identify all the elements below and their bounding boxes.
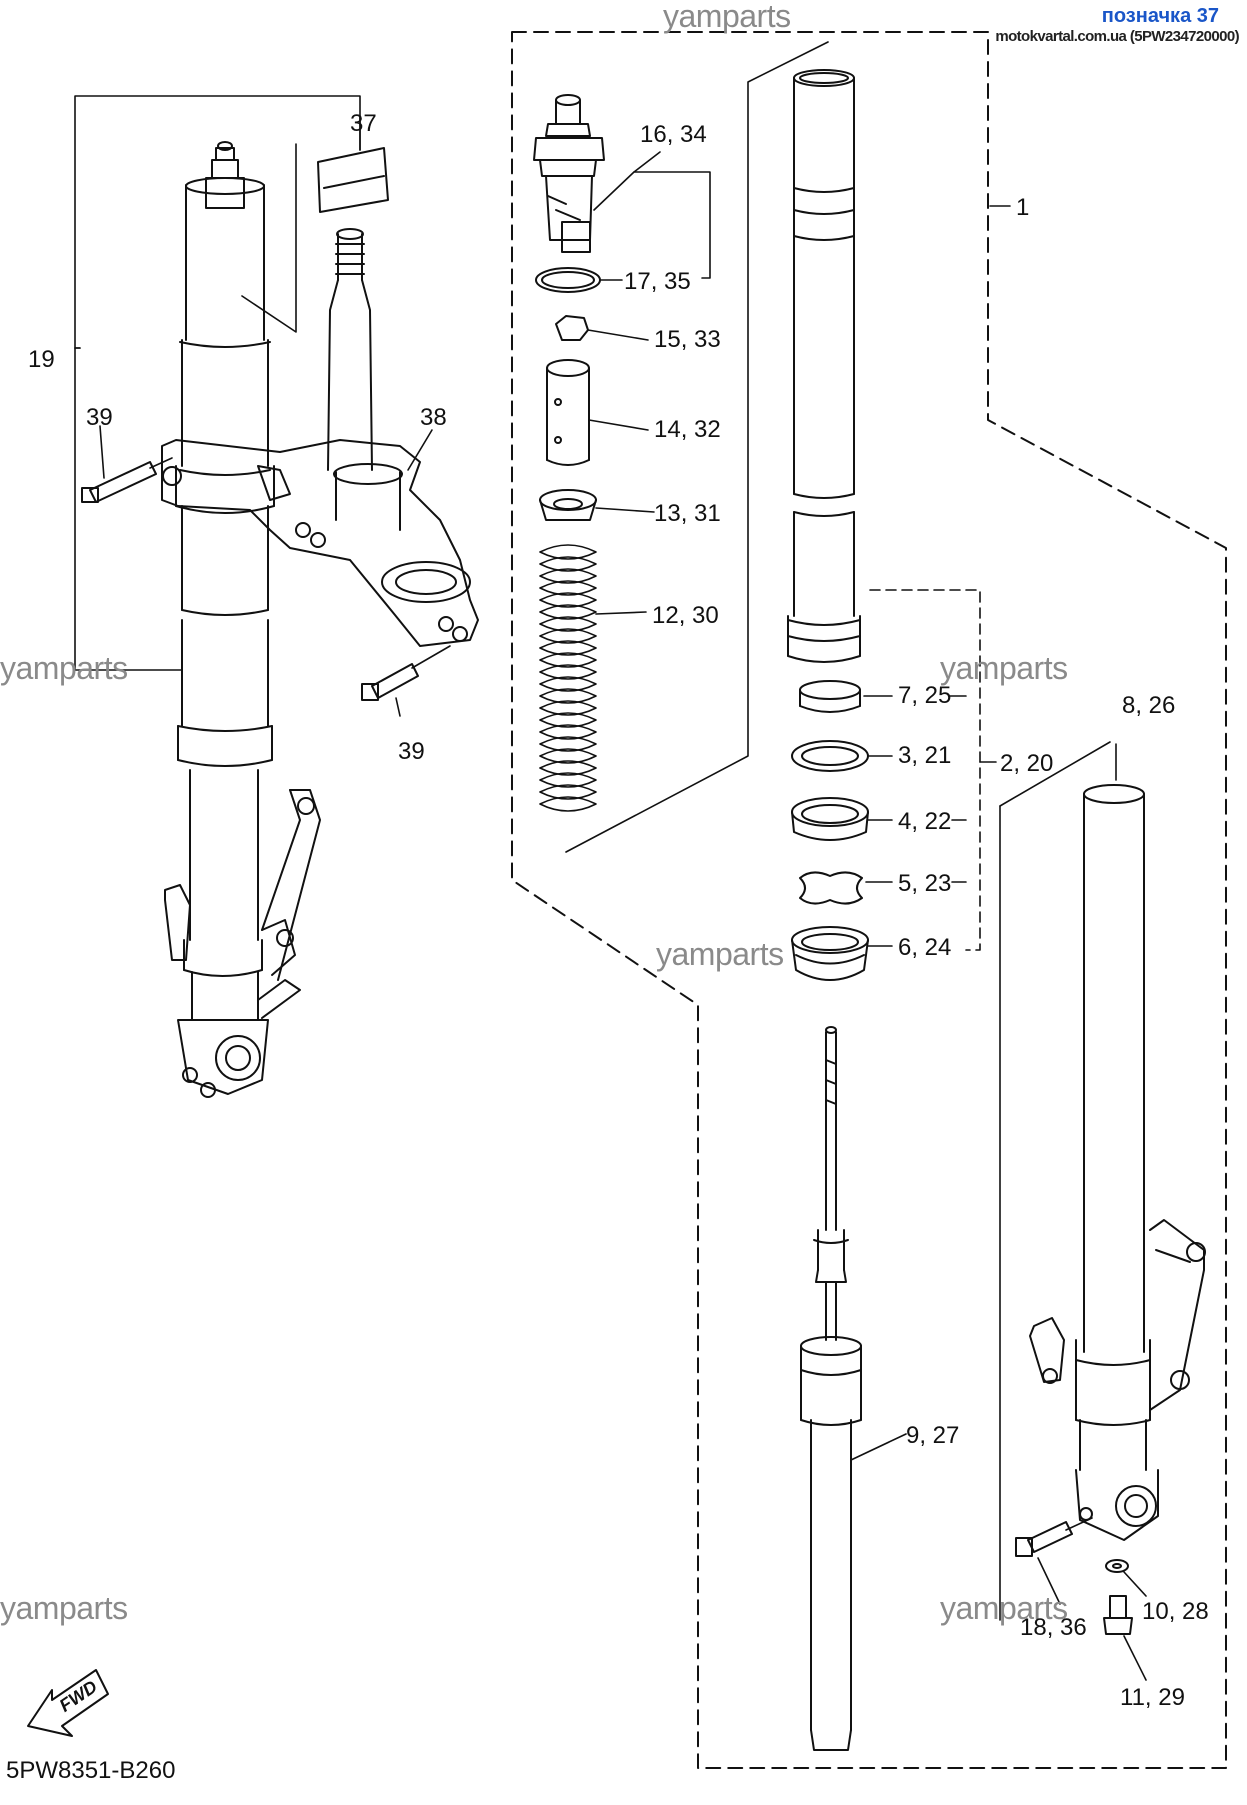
callout-4-22: 4, 22 [898,808,952,835]
callout-6-24: 6, 24 [898,934,952,961]
callout-37: 37 [350,110,377,137]
callout-39: 39 [86,404,113,431]
part-8-26-inner-tube [999,741,1206,1621]
watermark: yamparts [940,650,1068,686]
callout-7-25: 7, 25 [898,682,952,709]
callout-10-28: 10, 28 [1142,1598,1209,1625]
header-source: motokvartal.com.ua (5PW234720000) [995,28,1239,45]
part-9-27-damper-rod [800,1026,907,1751]
callout-16-bracket [593,171,711,279]
watermark: yamparts [940,1590,1068,1626]
watermark: yamparts [0,650,128,686]
watermark: yamparts [0,1590,128,1626]
part-14-32-spacer [546,359,649,466]
callout-12-30: 12, 30 [652,602,719,629]
part-11-29-drain-bolt [1103,1595,1147,1681]
part-18-36-bolt [1015,1517,1093,1605]
callout-3-21: 3, 21 [898,742,952,769]
triple-clamp-38 [161,439,479,647]
outer-tube-bracket [565,41,829,853]
callout-9-27: 9, 27 [906,1422,960,1449]
part-4-22-oil-seal [791,797,967,841]
callout-39: 39 [398,738,425,765]
part-6-24-dust-seal [791,926,893,981]
callout-19: 19 [28,346,55,373]
callout-14-32: 14, 32 [654,416,721,443]
part-7-25-bush [799,680,967,713]
part-10-28-washer [1105,1559,1147,1597]
fwd-arrow-icon [27,1669,109,1737]
part-3-21-washer [791,740,893,772]
callout-2-20: 2, 20 [1000,750,1054,777]
callout-1: 1 [1016,194,1030,221]
steering-stem [327,228,373,471]
part-15-33-nut [555,315,589,341]
left-fork-assembly [74,95,361,1098]
header-badge: позначка 37 [1101,5,1219,27]
part-1-outer-tube [787,69,1011,663]
leader-38 [407,429,433,471]
diagram-code: 5PW8351-B260 [6,1757,176,1784]
part-5-23-clip [799,871,967,905]
watermark: yamparts [656,936,784,972]
callout-2-bracket [869,589,981,951]
callout-15-33: 15, 33 [654,326,721,353]
watermark: yamparts [663,0,791,34]
callout-11-29: 11, 29 [1120,1684,1185,1711]
part-12-30-spring [539,544,647,812]
callout-17-35: 17, 35 [624,268,691,295]
part-13-31-spring-seat [539,489,655,521]
callout-13-31: 13, 31 [654,500,721,527]
callout-18-36: 18, 36 [1020,1614,1087,1641]
bolt-39-upper [81,425,173,503]
leader-37 [241,143,297,333]
assembly-boundary-dashed [511,31,1227,1769]
callout-16-34: 16, 34 [640,121,707,148]
band-37 [317,115,389,213]
callout-38: 38 [420,404,447,431]
bolt-39-lower [361,645,451,717]
callout-5-23: 5, 23 [898,870,952,897]
callout-19-bracket [74,95,361,349]
part-16-34-adjuster [533,94,605,253]
callout-8-26: 8, 26 [1122,692,1176,719]
